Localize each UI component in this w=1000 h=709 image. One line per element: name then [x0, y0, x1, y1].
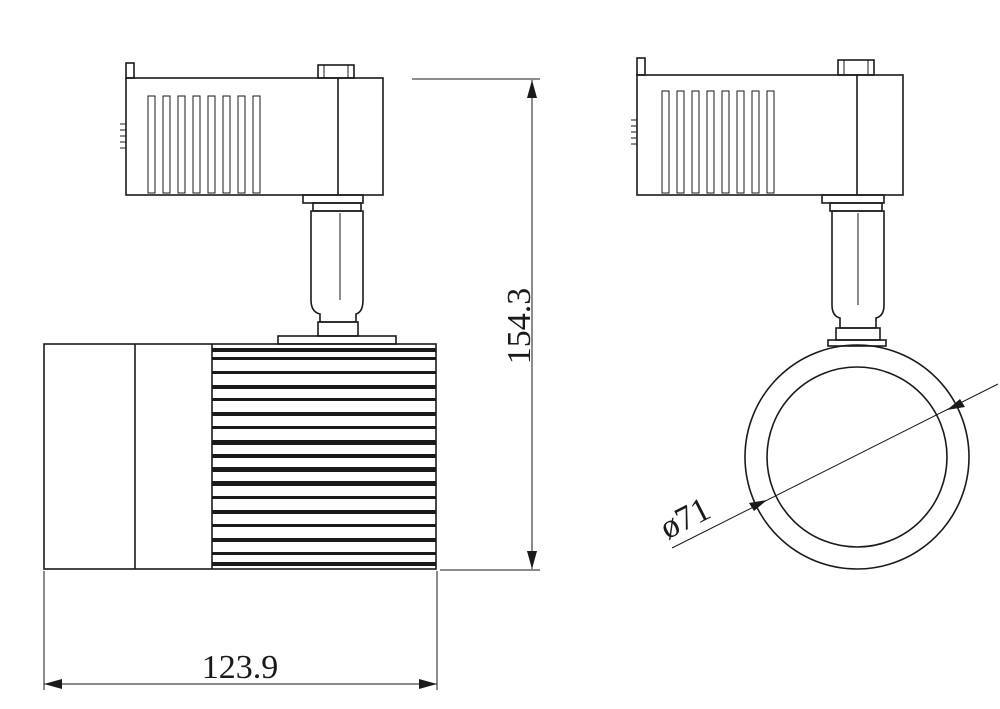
- arrow-left-icon: [44, 679, 62, 689]
- track-adapter-front: [631, 57, 904, 196]
- stem-side: [277, 194, 397, 345]
- arrow-diameter-upper-icon: [947, 399, 965, 410]
- width-label: 123.9: [202, 649, 279, 686]
- arrow-right-icon: [419, 679, 437, 689]
- outer-ring: [744, 344, 970, 570]
- lamp-head-front: [744, 344, 970, 570]
- arrow-down-icon: [527, 551, 537, 569]
- front-view: ø71: [631, 57, 999, 570]
- diameter-label: ø71: [654, 491, 716, 547]
- arrow-diameter-lower-icon: [749, 500, 767, 511]
- side-view: [43, 62, 437, 570]
- lamp-head-side: [43, 343, 437, 570]
- heatsink-fins: [212, 348, 436, 566]
- stem-front: [821, 194, 887, 347]
- height-label: 154.3: [501, 288, 538, 365]
- adapter-vents-side: [147, 95, 261, 194]
- height-dimension: 154.3: [412, 78, 540, 571]
- arrow-up-icon: [527, 80, 537, 98]
- width-dimension: 123.9: [43, 571, 438, 690]
- adapter-vents-front: [661, 90, 775, 194]
- track-adapter-side: [120, 62, 384, 196]
- lens-circle: [766, 366, 948, 548]
